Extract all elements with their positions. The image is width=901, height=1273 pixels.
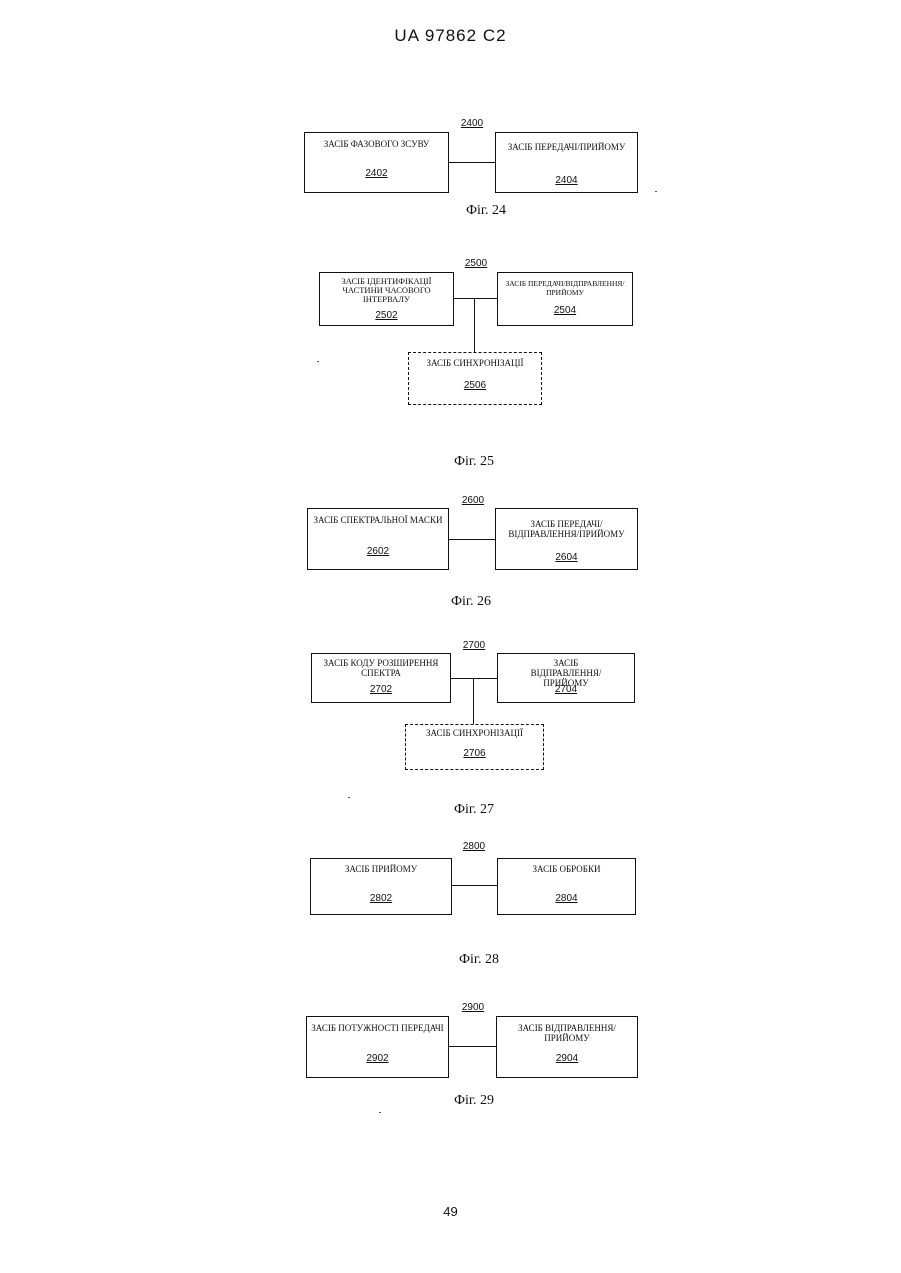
figure-caption: Фіг. 24	[466, 203, 506, 219]
box-label: ЗАСІБ ПОТУЖНОСТІ ПЕРЕДАЧІ	[310, 1023, 445, 1033]
scan-speck	[379, 1112, 381, 1113]
box-number: 2804	[498, 893, 635, 904]
figure-caption: Фіг. 25	[454, 454, 494, 470]
box-label: ЗАСІБ ВІДПРАВЛЕННЯ/ПРИЙОМУ	[517, 1023, 617, 1043]
box-number: 2404	[496, 175, 637, 186]
diagram-box: ЗАСІБ ПРИЙОМУ 2802	[310, 858, 452, 915]
connector-line	[473, 678, 474, 724]
box-label: ЗАСІБ ПЕРЕДАЧІ/ПРИЙОМУ	[499, 142, 634, 152]
box-label: ЗАСІБ КОДУ РОЗШИРЕННЯ СПЕКТРА	[315, 658, 447, 678]
diagram-box-dashed: ЗАСІБ СИНХРОНІЗАЦІЇ 2706	[405, 724, 544, 770]
box-number: 2506	[409, 380, 541, 391]
diagram-box: ЗАСІБ ОБРОБКИ 2804	[497, 858, 636, 915]
box-label: ЗАСІБ ОБРОБКИ	[501, 864, 632, 874]
box-number: 2702	[312, 684, 450, 695]
scan-speck	[317, 361, 319, 362]
connector-line	[449, 539, 495, 540]
diagram-box: ЗАСІБ ПЕРЕДАЧІ/ ВІДПРАВЛЕННЯ/ПРИЙОМУ 260…	[495, 508, 638, 570]
connector-line	[451, 678, 497, 679]
diagram-box: ЗАСІБ ВІДПРАВЛЕННЯ/ПРИЙОМУ 2904	[496, 1016, 638, 1078]
box-label: ЗАСІБ ІДЕНТИФІКАЦІЇ ЧАСТИНИ ЧАСОВОГО ІНТ…	[323, 277, 450, 304]
scan-speck	[348, 797, 350, 798]
scan-speck	[655, 191, 657, 192]
connector-line	[454, 298, 497, 299]
box-label: ЗАСІБ СИНХРОНІЗАЦІЇ	[409, 728, 540, 738]
diagram-box: ЗАСІБ ПЕРЕДАЧІ/ПРИЙОМУ 2404	[495, 132, 638, 193]
diagram-box: ЗАСІБ ПЕРЕДАЧІ/ВІДПРАВЛЕННЯ/ ПРИЙОМУ 250…	[497, 272, 633, 326]
box-number: 2902	[307, 1053, 448, 1064]
connector-line	[449, 162, 495, 163]
diagram-box: ЗАСІБ КОДУ РОЗШИРЕННЯ СПЕКТРА 2702	[311, 653, 451, 703]
box-number: 2706	[406, 748, 543, 759]
box-label: ЗАСІБ СИНХРОНІЗАЦІЇ	[412, 358, 538, 368]
connector-line	[449, 1046, 496, 1047]
box-number: 2602	[308, 546, 448, 557]
figure-ref-number: 2700	[463, 640, 485, 651]
box-number: 2704	[498, 684, 634, 695]
box-number: 2504	[498, 305, 632, 316]
box-label: ЗАСІБ ПРИЙОМУ	[314, 864, 448, 874]
box-number: 2604	[496, 552, 637, 563]
connector-line	[452, 885, 497, 886]
diagram-box-dashed: ЗАСІБ СИНХРОНІЗАЦІЇ 2506	[408, 352, 542, 405]
diagram-box: ЗАСІБ ФАЗОВОГО ЗСУВУ 2402	[304, 132, 449, 193]
figure-ref-number: 2800	[463, 841, 485, 852]
diagram-box: ЗАСІБ ВІДПРАВЛЕННЯ/ПРИЙОМУ 2704	[497, 653, 635, 703]
figure-ref-number: 2400	[461, 118, 483, 129]
figure-ref-number: 2500	[465, 258, 487, 269]
figure-ref-number: 2900	[462, 1002, 484, 1013]
diagram-box: ЗАСІБ ІДЕНТИФІКАЦІЇ ЧАСТИНИ ЧАСОВОГО ІНТ…	[319, 272, 454, 326]
box-number: 2402	[305, 168, 448, 179]
figure-caption: Фіг. 29	[454, 1093, 494, 1109]
box-number: 2502	[320, 310, 453, 321]
figure-caption: Фіг. 27	[454, 802, 494, 818]
diagram-box: ЗАСІБ ПОТУЖНОСТІ ПЕРЕДАЧІ 2902	[306, 1016, 449, 1078]
figure-caption: Фіг. 28	[459, 952, 499, 968]
box-label: ЗАСІБ ФАЗОВОГО ЗСУВУ	[308, 139, 445, 149]
box-label: ЗАСІБ ПЕРЕДАЧІ/ВІДПРАВЛЕННЯ/ ПРИЙОМУ	[501, 279, 629, 297]
diagram-box: ЗАСІБ СПЕКТРАЛЬНОЇ МАСКИ 2602	[307, 508, 449, 570]
box-label: ЗАСІБ СПЕКТРАЛЬНОЇ МАСКИ	[311, 515, 445, 525]
box-number: 2802	[311, 893, 451, 904]
box-number: 2904	[497, 1053, 637, 1064]
patent-header: UA 97862 C2	[0, 26, 901, 46]
box-label: ЗАСІБ ПЕРЕДАЧІ/ ВІДПРАВЛЕННЯ/ПРИЙОМУ	[499, 519, 634, 539]
page-number: 49	[0, 1204, 901, 1219]
figure-caption: Фіг. 26	[451, 594, 491, 610]
figure-ref-number: 2600	[462, 495, 484, 506]
connector-line	[474, 298, 475, 352]
